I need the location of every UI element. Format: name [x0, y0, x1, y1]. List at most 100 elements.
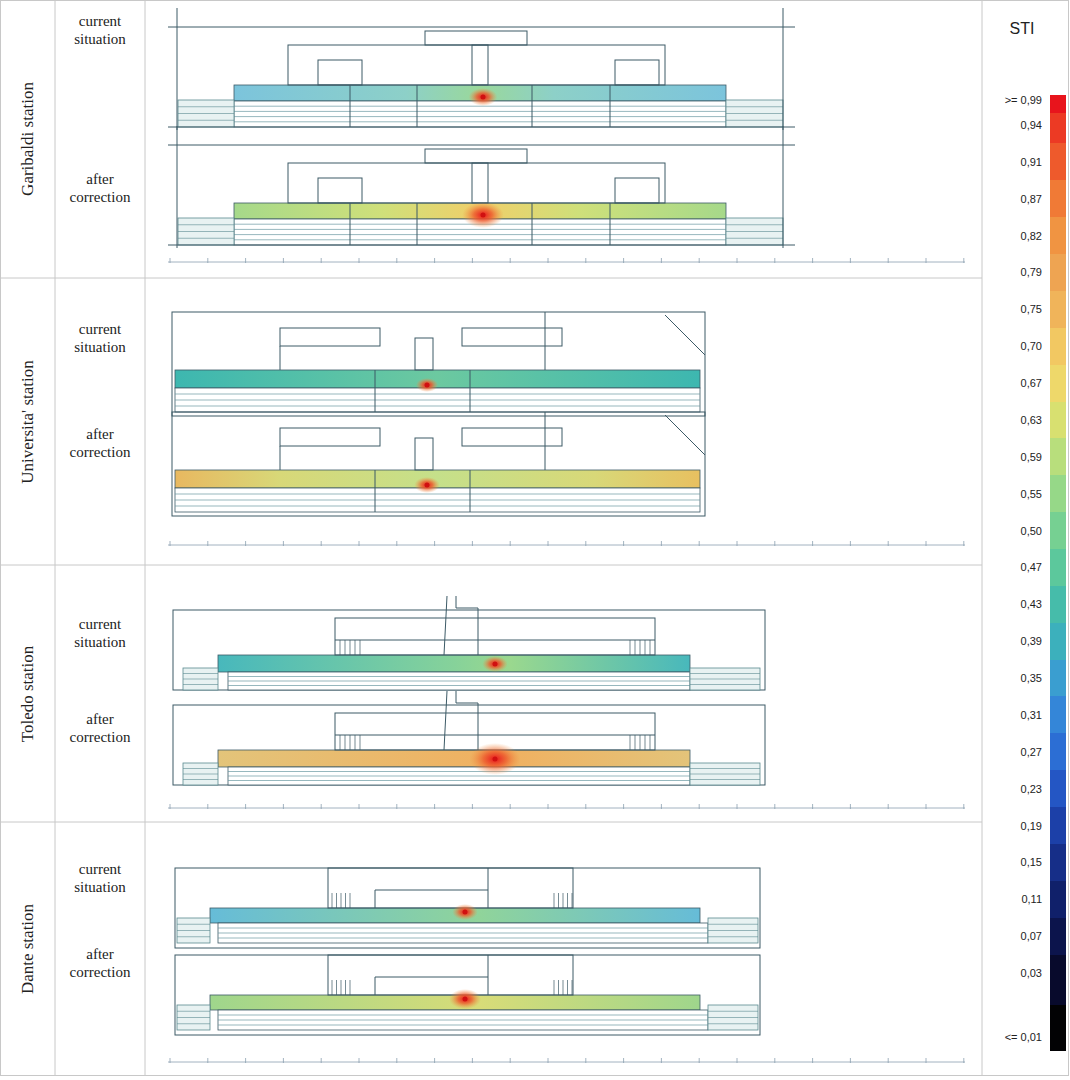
ramp-line — [177, 1017, 210, 1018]
axis-tick — [963, 541, 964, 546]
ramp-line — [726, 231, 783, 232]
color-swatch — [1050, 254, 1066, 291]
building-line — [456, 691, 457, 703]
stair-line — [345, 980, 346, 995]
axis-tick — [510, 1058, 511, 1063]
stair-line — [650, 735, 651, 750]
axis-tick — [737, 1058, 738, 1063]
building-line — [350, 203, 351, 245]
axis-tick — [548, 258, 549, 263]
source-hotspot — [449, 989, 481, 1009]
scale-value: 0,23 — [986, 783, 1042, 795]
ramp-line — [708, 924, 758, 925]
stair-line — [640, 640, 641, 655]
axis-tick — [396, 804, 397, 809]
axis-tick — [699, 1058, 700, 1063]
building-outline — [415, 438, 433, 470]
building-line — [610, 203, 611, 245]
axis-tick — [434, 1058, 435, 1063]
situation-cell: current situation — [56, 12, 144, 48]
color-swatch — [1050, 438, 1066, 475]
axis-tick — [434, 804, 435, 809]
ramp-line — [690, 779, 760, 780]
ramp-line — [708, 936, 758, 937]
scale-value: >= 0,99 — [986, 94, 1042, 106]
track-line — [218, 1015, 708, 1016]
ramp-line — [708, 930, 758, 931]
situation-cell: after correction — [56, 170, 144, 206]
stair-line — [341, 893, 342, 908]
sti-map — [173, 596, 765, 690]
distance-axis — [168, 804, 965, 809]
scale-value: 0,70 — [986, 340, 1042, 352]
ramp-line — [183, 673, 218, 674]
track-area — [175, 388, 700, 412]
color-swatch — [1050, 696, 1066, 733]
track-line — [228, 685, 690, 686]
ramp-line — [726, 113, 783, 114]
stair-line — [360, 640, 361, 655]
scale-value: 0,27 — [986, 746, 1042, 758]
track-area — [175, 488, 700, 512]
axis-tick — [170, 541, 171, 546]
building-outline — [462, 328, 562, 346]
stair-line — [332, 893, 333, 908]
building-outline — [472, 163, 488, 203]
building-line — [375, 470, 376, 512]
track-line — [234, 111, 726, 112]
track-line — [218, 1025, 708, 1026]
source-hotspot — [462, 202, 504, 228]
stair-line — [345, 735, 346, 750]
building-line — [488, 868, 489, 908]
stair-line — [554, 980, 555, 995]
situation-label: after correction — [56, 710, 144, 746]
sti-map — [173, 691, 765, 785]
station-row: Toledo stationcurrent situationafter cor… — [0, 565, 982, 822]
scale-value: 0,67 — [986, 377, 1042, 389]
ramp-line — [178, 238, 234, 239]
ramp-line — [177, 1011, 210, 1012]
station-name: Toledo station — [18, 645, 38, 742]
track-line — [234, 116, 726, 117]
track-line — [234, 121, 726, 122]
scale-value: 0,31 — [986, 709, 1042, 721]
track-line — [175, 406, 700, 407]
axis-line — [168, 1062, 965, 1063]
section-frame — [172, 312, 705, 416]
ramp — [708, 918, 758, 943]
axis-tick — [812, 258, 813, 263]
axis-tick — [926, 258, 927, 263]
track-line — [218, 938, 708, 939]
axis-tick — [472, 541, 473, 546]
track-area — [218, 1010, 708, 1030]
sti-map — [168, 126, 795, 248]
building-outline — [288, 163, 665, 203]
stair-line — [572, 980, 573, 995]
axis-tick — [812, 1058, 813, 1063]
axis-tick — [623, 541, 624, 546]
scale-value: 0,94 — [986, 119, 1042, 131]
stair-line — [640, 735, 641, 750]
ramp-line — [708, 1011, 758, 1012]
axis-tick — [283, 541, 284, 546]
track-area — [228, 767, 690, 785]
ramp — [726, 100, 783, 127]
axis-tick — [585, 804, 586, 809]
grid-line — [55, 0, 56, 1076]
ramp — [708, 1005, 758, 1030]
building-outline — [615, 178, 659, 203]
axis-tick — [850, 541, 851, 546]
building-line — [375, 890, 488, 891]
axis-tick — [926, 541, 927, 546]
scale-value: 0,39 — [986, 635, 1042, 647]
track-area — [218, 923, 708, 943]
axis-tick — [245, 1058, 246, 1063]
building-line — [665, 415, 705, 455]
color-swatch — [1050, 291, 1066, 328]
axis-tick — [737, 258, 738, 263]
scale-value: 0,91 — [986, 156, 1042, 168]
situation-cell: current situation — [56, 860, 144, 896]
axis-line — [168, 808, 965, 809]
ramp — [183, 668, 218, 690]
